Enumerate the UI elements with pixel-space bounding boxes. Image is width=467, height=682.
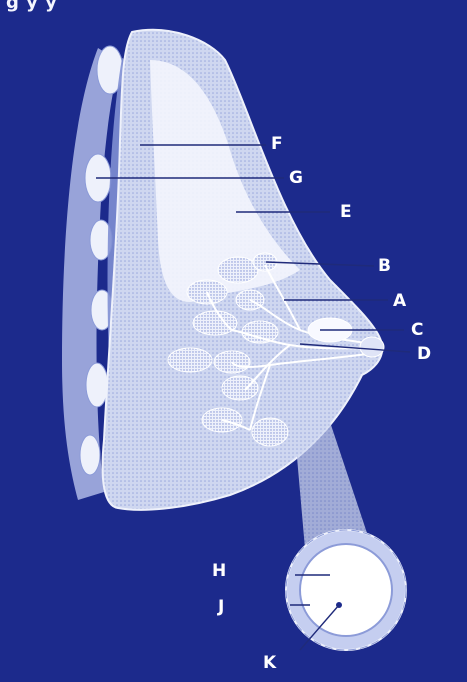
label-g: G xyxy=(289,170,303,187)
label-e: E xyxy=(340,204,352,221)
label-c: C xyxy=(411,322,423,339)
label-a: A xyxy=(393,293,406,310)
top-caption-fragment: g y y xyxy=(6,0,57,13)
label-h: H xyxy=(212,563,226,580)
label-k: K xyxy=(263,655,276,672)
label-b: B xyxy=(378,258,391,275)
nipple xyxy=(360,337,384,357)
label-d: D xyxy=(417,346,431,363)
label-j: J xyxy=(218,599,224,616)
duct-cross-section xyxy=(286,530,406,650)
label-f: F xyxy=(271,136,283,153)
